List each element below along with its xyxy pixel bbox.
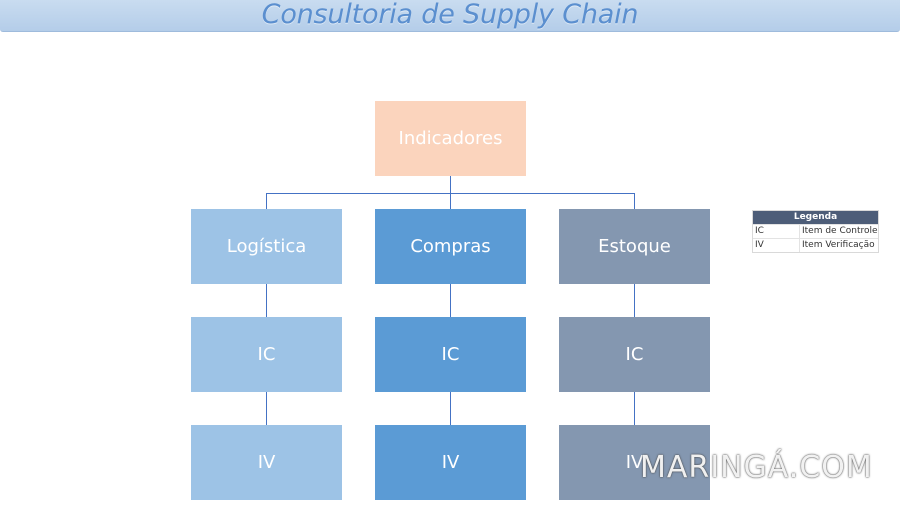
box-compras-iv: IV [375,425,526,500]
box-estoque: Estoque [559,209,710,284]
legend-row: IC Item de Controle [753,224,878,238]
box-compras-label: Compras [410,236,491,257]
box-estoque-ic-label: IC [625,344,644,365]
box-estoque-ic: IC [559,317,710,392]
box-logistica-iv-label: IV [257,452,276,473]
legend-header: Legenda [753,211,878,224]
watermark: MARINGÁ.COM [640,450,873,485]
page-title: Consultoria de Supply Chain [261,0,639,30]
box-estoque-iv-label: IV [625,452,644,473]
box-compras-iv-label: IV [441,452,460,473]
legend-row: IV Item Verificação [753,238,878,252]
box-logistica-ic-label: IC [257,344,276,365]
root-box-indicadores: Indicadores [375,101,526,176]
legend-description: Item de Controle [802,226,878,236]
legend-code: IV [753,239,800,252]
legend-table: Legenda IC Item de Controle IV Item Veri… [752,210,879,253]
box-compras: Compras [375,209,526,284]
box-estoque-iv: IV [559,425,710,500]
title-bar: Consultoria de Supply Chain [0,0,900,32]
root-box-label: Indicadores [398,128,503,149]
legend-description: Item Verificação [802,240,875,250]
box-compras-ic-label: IC [441,344,460,365]
box-logistica-ic: IC [191,317,342,392]
box-logistica-label: Logística [226,236,307,257]
box-logistica: Logística [191,209,342,284]
box-logistica-iv: IV [191,425,342,500]
box-estoque-label: Estoque [598,236,671,257]
box-compras-ic: IC [375,317,526,392]
legend-code: IC [753,225,800,238]
